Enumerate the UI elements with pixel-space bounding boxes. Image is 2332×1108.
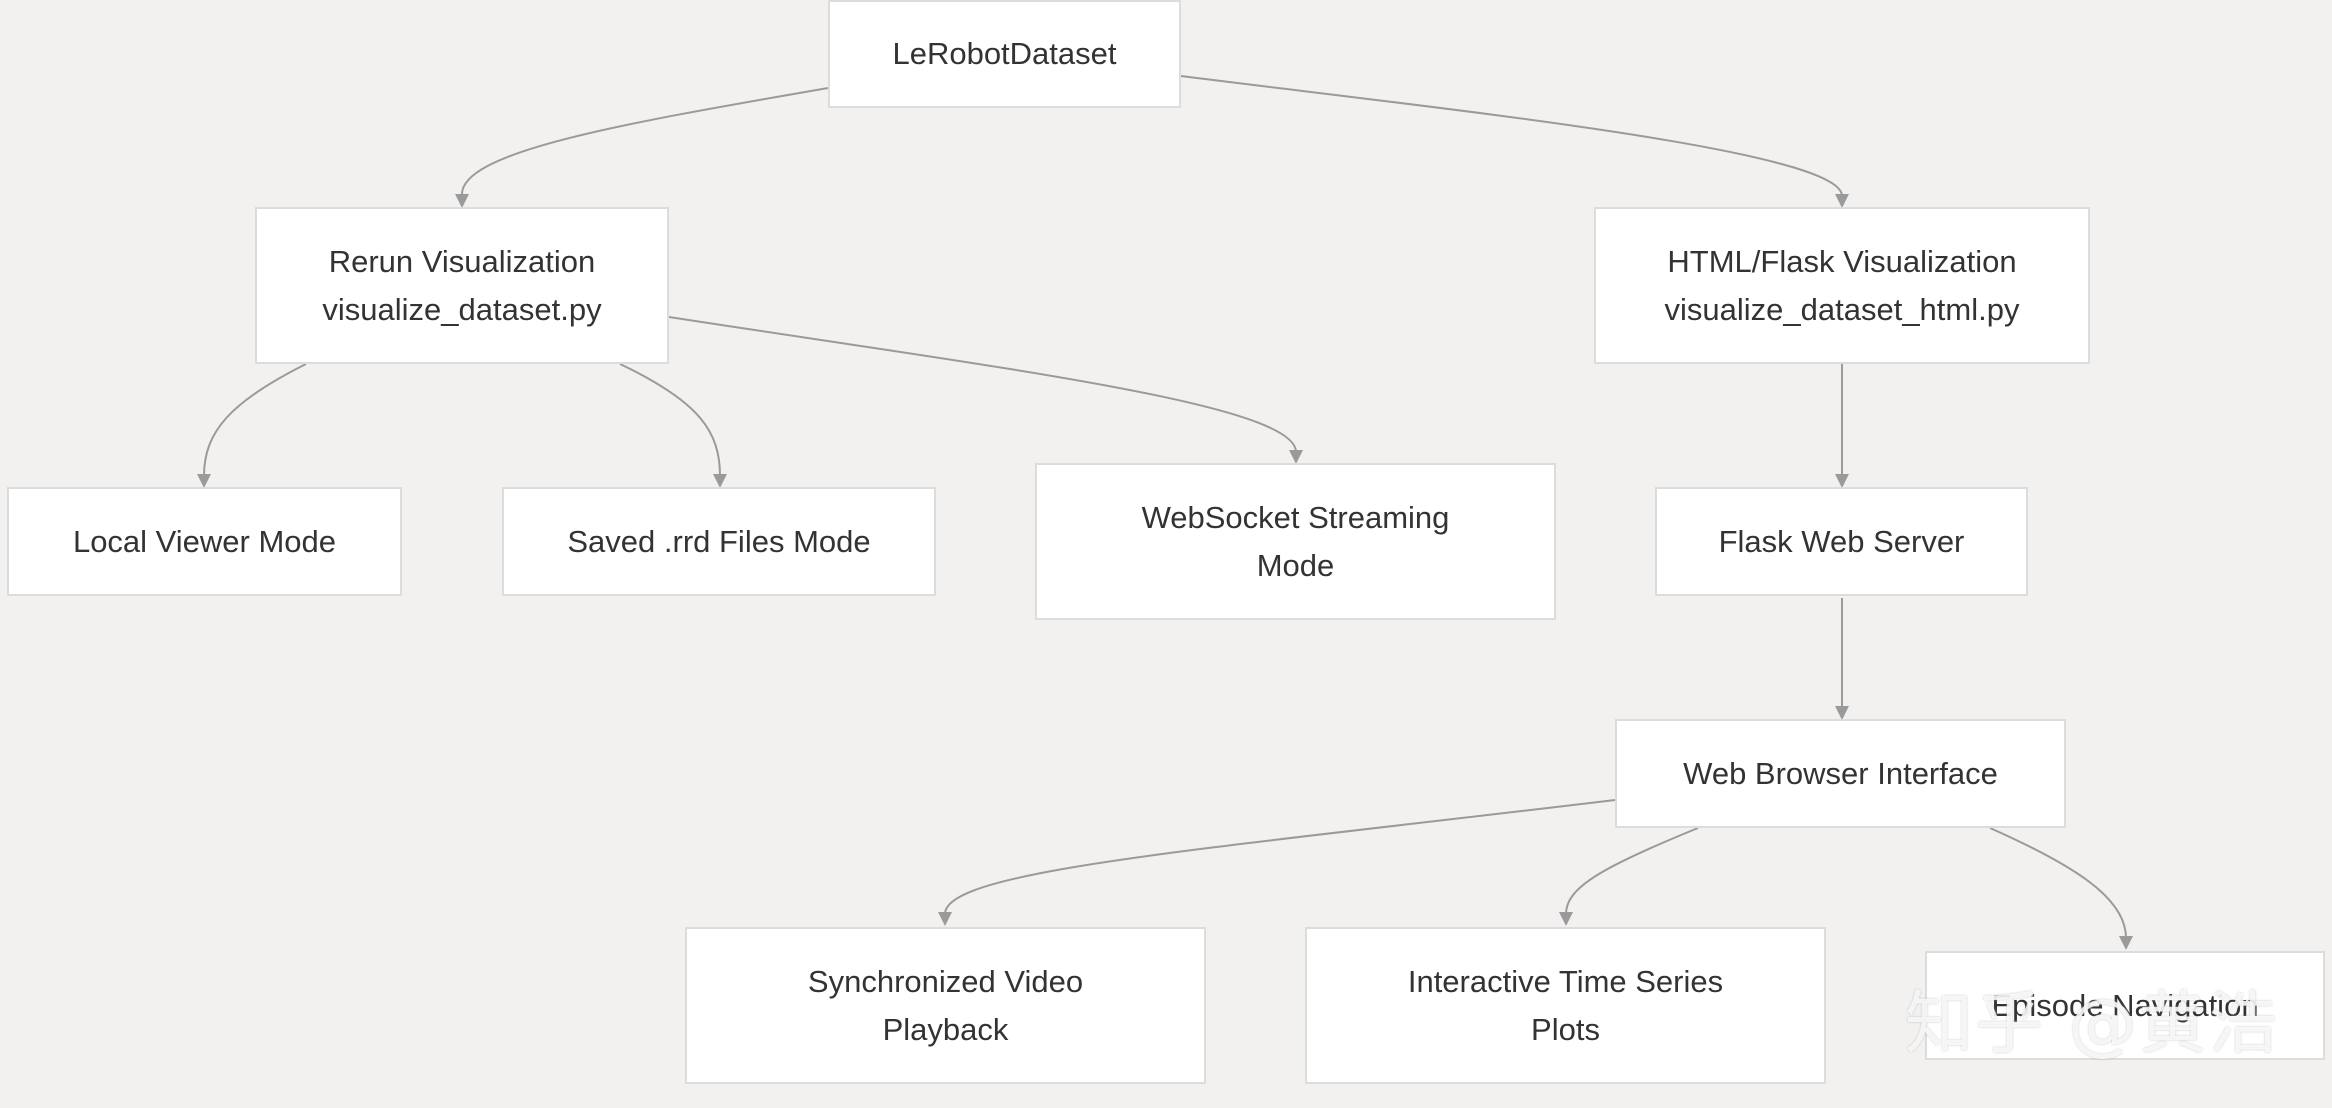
edge-rerun-local — [203, 363, 307, 477]
node-label: HTML/Flask Visualization — [1667, 243, 2017, 279]
node-label: Interactive Time Series — [1407, 963, 1724, 999]
node-label: Web Browser Interface — [1683, 755, 1998, 791]
edge-lerobot-html — [1180, 75, 1843, 197]
edge-lerobot-rerun — [460, 87, 829, 197]
node-rerun-visualization: Rerun Visualization visualize_dataset.py — [255, 207, 669, 364]
node-flask-web-server: Flask Web Server — [1655, 487, 2028, 596]
edge-browser-timeseries — [1565, 827, 1699, 915]
edge-rerun-websocket — [668, 316, 1297, 453]
arrowhead — [1835, 194, 1849, 208]
node-html-flask-visualization: HTML/Flask Visualization visualize_datas… — [1594, 207, 2090, 364]
arrowhead — [1559, 912, 1573, 926]
node-label: Episode Navigation — [1991, 987, 2259, 1023]
node-web-browser-interface: Web Browser Interface — [1615, 719, 2066, 828]
node-interactive-time-series-plots: Interactive Time Series Plots — [1305, 927, 1826, 1084]
node-label: visualize_dataset_html.py — [1664, 291, 2020, 327]
node-label: LeRobotDataset — [892, 36, 1117, 71]
node-local-viewer-mode: Local Viewer Mode — [7, 487, 402, 596]
node-label: Mode — [1256, 547, 1335, 583]
arrowhead — [938, 912, 952, 926]
node-label: Plots — [1531, 1011, 1600, 1047]
arrowhead — [1835, 474, 1849, 488]
node-synchronized-video-playback: Synchronized Video Playback — [685, 927, 1206, 1084]
node-label: Flask Web Server — [1718, 523, 1965, 559]
node-episode-navigation: Episode Navigation — [1925, 951, 2325, 1060]
node-lerobot-dataset: LeRobotDataset — [828, 0, 1181, 108]
arrowhead — [2119, 936, 2133, 950]
node-label: Local Viewer Mode — [72, 523, 337, 559]
arrowhead — [197, 474, 211, 488]
edge-browser-episode — [1989, 827, 2127, 939]
edge-browser-sync — [944, 799, 1616, 915]
arrowhead — [713, 474, 727, 488]
node-label: Rerun Visualization — [328, 243, 596, 279]
node-label: visualize_dataset.py — [322, 291, 602, 327]
arrowhead — [455, 194, 469, 208]
arrowhead — [1289, 450, 1303, 464]
edge-rerun-saved — [619, 363, 721, 477]
node-label: Saved .rrd Files Mode — [567, 523, 871, 559]
node-saved-rrd-files-mode: Saved .rrd Files Mode — [502, 487, 936, 596]
node-websocket-streaming-mode: WebSocket Streaming Mode — [1035, 463, 1556, 620]
node-label: Playback — [882, 1011, 1009, 1047]
node-label: Synchronized Video — [807, 963, 1084, 999]
arrowhead — [1835, 706, 1849, 720]
node-label: WebSocket Streaming — [1141, 499, 1450, 535]
